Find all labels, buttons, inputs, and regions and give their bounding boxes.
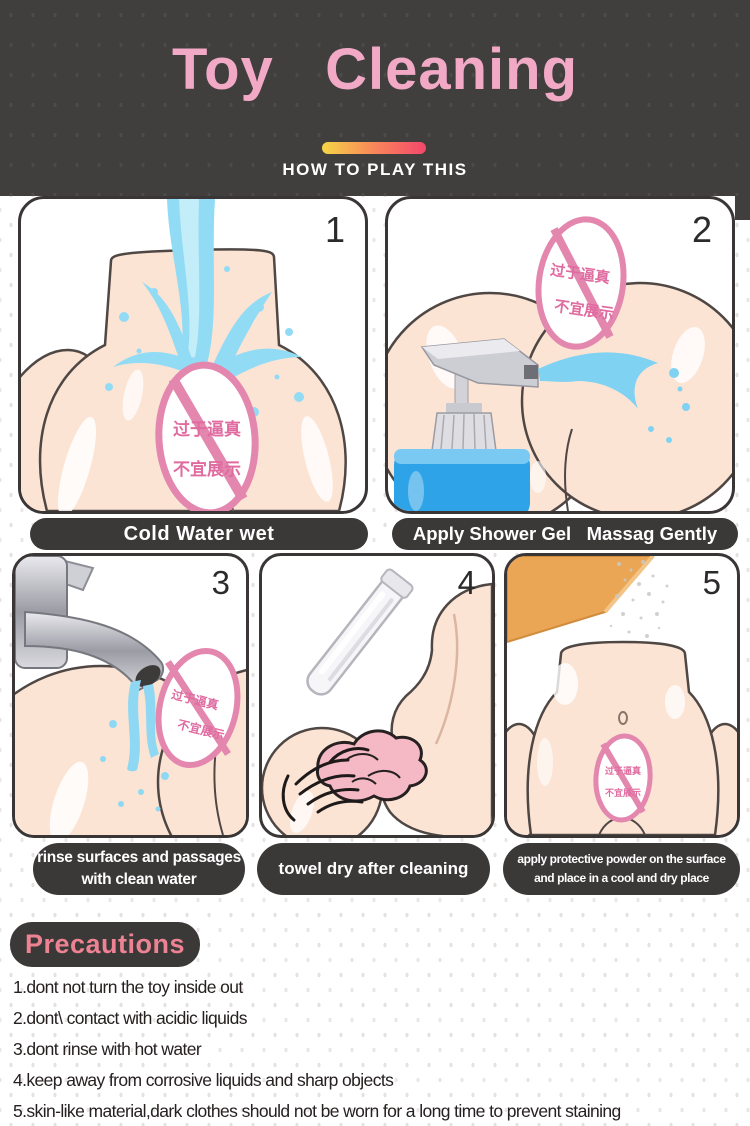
caption-line: apply protective powder on the surface <box>517 852 726 867</box>
precaution-item: 1.dont not turn the toy inside out <box>13 977 243 997</box>
precaution-item: 2.dont\ contact with acidic liquids <box>13 1008 247 1028</box>
svg-text:不宜展示: 不宜展示 <box>605 787 641 798</box>
precaution-item: 4.keep away from corrosive liquids and s… <box>13 1070 394 1090</box>
caption-step-5: apply protective powder on the surface a… <box>503 843 740 895</box>
illustration-cold-water: 过于逼真 不宜展示 <box>21 199 347 511</box>
caption-line: Apply Shower Gel Massag Gently <box>412 523 718 544</box>
hand <box>281 747 370 822</box>
step-panel-1: 过于逼真 不宜展示 1 <box>18 196 368 514</box>
illustration-powder: 过于逼真 不宜展示 <box>507 556 737 835</box>
precautions-heading: Precautions <box>24 929 186 959</box>
precaution-item: 5.skin-like material,dark clothes should… <box>13 1101 621 1121</box>
no-display-badge: 过于逼真 不宜展示 <box>155 647 241 769</box>
no-display-badge: 过于逼真 不宜展示 <box>155 361 259 511</box>
caption-line: rinse surfaces and passages <box>37 849 241 867</box>
header-right-step <box>735 196 750 220</box>
svg-text:不宜展示: 不宜展示 <box>173 459 241 479</box>
no-display-badge: 过于逼真 不宜展示 <box>535 216 627 350</box>
svg-text:过于逼真: 过于逼真 <box>173 419 241 439</box>
illustration-shower-gel: 过于逼真 不宜展示 <box>388 216 732 511</box>
shower-gel-bottle <box>394 338 539 511</box>
header-banner: Toy Cleaning HOW TO PLAY THIS <box>0 0 750 196</box>
step-number: 3 <box>211 564 230 601</box>
caption-step-2: Apply Shower Gel Massag Gently <box>392 518 738 550</box>
caption-step-4: towel dry after cleaning <box>257 843 490 895</box>
prohibited-slash-icon <box>165 660 231 756</box>
step-number: 4 <box>457 564 476 601</box>
step-panel-4: 4 <box>259 553 495 838</box>
prohibited-slash-icon <box>550 227 614 339</box>
towel <box>316 729 428 803</box>
header-subtitle: HOW TO PLAY THIS <box>282 160 468 179</box>
illustration-towel-dry <box>262 568 492 835</box>
gradient-divider-bar <box>322 142 426 154</box>
step-panel-3: 过于逼真 不宜展示 3 <box>12 553 249 838</box>
navel <box>618 711 628 725</box>
illustration-rinse: 过于逼真 不宜展示 <box>15 556 246 835</box>
test-tube <box>306 568 414 696</box>
precautions-heading-pill: Precautions <box>10 922 200 967</box>
step-number: 2 <box>691 209 712 250</box>
water-stream <box>100 680 169 812</box>
caption-step-3: rinse surfaces and passages with clean w… <box>33 843 245 895</box>
precautions-list: 1.dont not turn the toy inside out 2.don… <box>13 972 750 1126</box>
step-panel-5: 过于逼真 不宜展示 5 <box>504 553 740 838</box>
caption-line: Cold Water wet <box>123 522 275 545</box>
faucet <box>15 556 165 692</box>
step-number: 1 <box>324 209 345 250</box>
page-title: Toy Cleaning <box>171 37 579 102</box>
prohibited-slash-icon <box>168 376 248 502</box>
gel-squirt <box>538 352 690 443</box>
caption-line: and place in a cool and dry place <box>534 871 709 885</box>
svg-text:过于逼真: 过于逼真 <box>605 765 641 776</box>
no-display-badge: 过于逼真 不宜展示 <box>593 733 653 823</box>
step-number: 5 <box>702 564 721 601</box>
caption-step-1: Cold Water wet <box>30 518 368 550</box>
caption-line: with clean water <box>81 871 197 888</box>
precaution-item: 3.dont rinse with hot water <box>13 1039 202 1059</box>
prohibited-slash-icon <box>600 742 646 814</box>
step-panel-2: 过于逼真 不宜展示 2 <box>385 196 735 514</box>
caption-line: towel dry after cleaning <box>278 859 469 878</box>
